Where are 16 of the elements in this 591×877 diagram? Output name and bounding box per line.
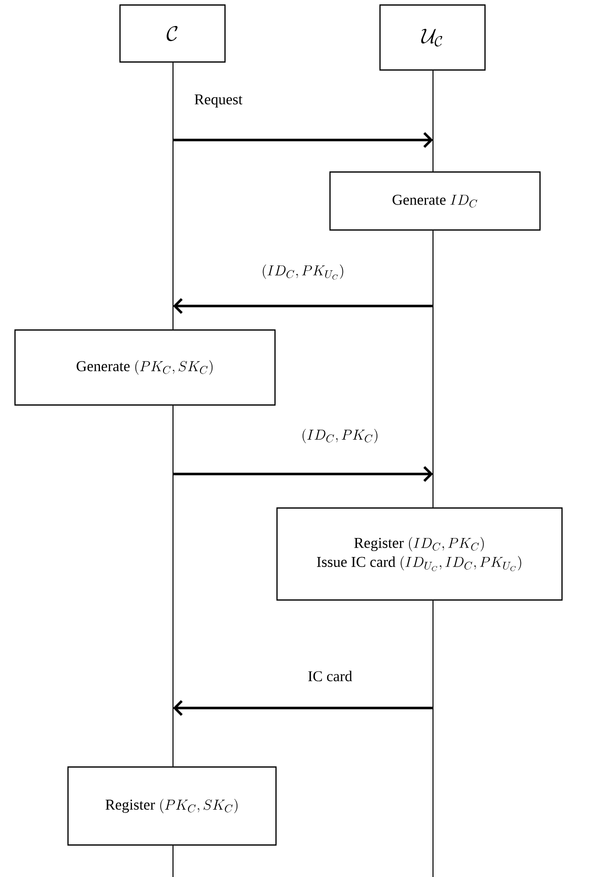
lifeline	[172, 845, 174, 877]
header-box: $\mathcal{U}_{\mathcal{C}}$	[379, 4, 486, 71]
lifeline	[172, 405, 174, 767]
header-box: $\mathcal{C}$	[119, 4, 226, 63]
process-box: $\text{Register } (PK_C, SK_C)$	[67, 766, 277, 846]
lifeline	[432, 600, 434, 877]
message-label: Request	[194, 94, 242, 108]
process-box: $\text{Generate } ID_C$	[329, 171, 541, 231]
lifeline	[172, 62, 174, 330]
message-label: $(ID_C, PK_{U_C})$	[262, 264, 344, 280]
message-label: IC card	[308, 670, 352, 682]
process-box: $\text{Generate } (PK_C, SK_C)$	[14, 329, 276, 406]
message-label: $(ID_C, PK_C)$	[302, 428, 378, 444]
lifeline	[432, 70, 434, 172]
lifeline	[432, 230, 434, 508]
process-box: $\text{Register } (ID_C, PK_C)$ $\text{Issue IC card } (ID_{U_C}, ID_C, PK_{U_C})$	[276, 507, 563, 601]
